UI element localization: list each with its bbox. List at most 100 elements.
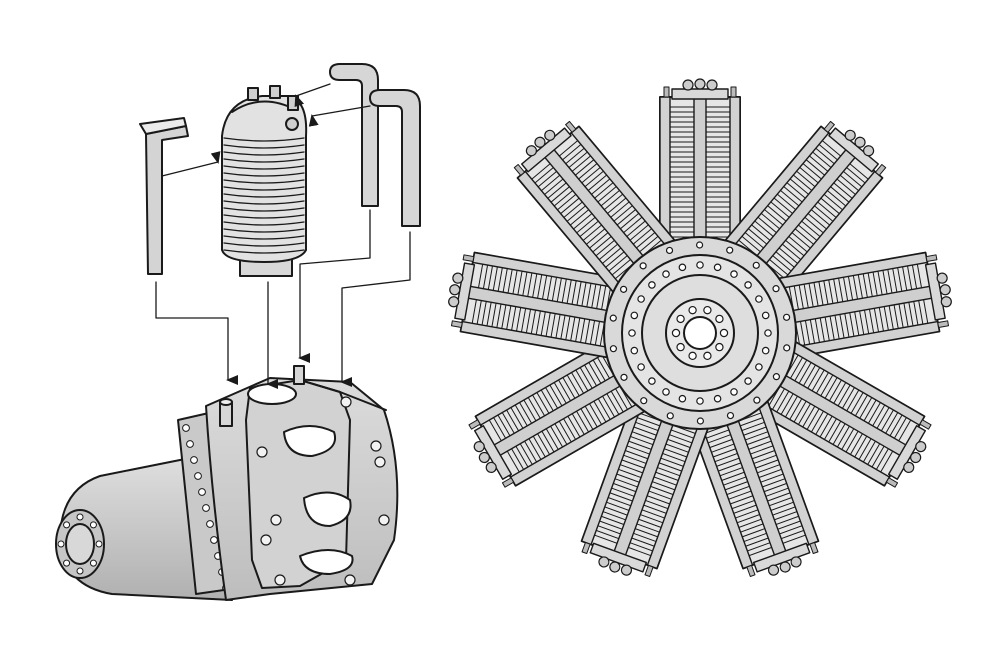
fin-line bbox=[223, 221, 305, 226]
ring-bolt bbox=[713, 263, 722, 272]
radial-cylinder bbox=[659, 78, 741, 246]
outer-ring-bolt bbox=[753, 396, 761, 404]
radial-cylinder bbox=[724, 120, 887, 293]
fin-line bbox=[223, 242, 305, 247]
outer-ring-bolt bbox=[696, 241, 704, 249]
outer-ring-bolt bbox=[726, 246, 734, 254]
outer-ring-bolt bbox=[609, 345, 618, 353]
hub-bolt bbox=[715, 342, 724, 352]
outer-ring-bolt bbox=[696, 417, 704, 425]
fin-line bbox=[223, 193, 305, 198]
ring-bolt bbox=[755, 295, 763, 303]
fin-line bbox=[223, 165, 305, 170]
case-stud bbox=[274, 574, 286, 586]
ring-bolt bbox=[696, 397, 704, 405]
radial-cylinder bbox=[468, 341, 645, 488]
outer-ring-bolt bbox=[609, 314, 617, 322]
ring-bolt bbox=[637, 295, 645, 303]
hub-bolt bbox=[703, 305, 712, 315]
fin-line bbox=[223, 200, 305, 205]
ring-bolt bbox=[761, 346, 770, 355]
ring-bolt bbox=[662, 388, 670, 396]
flange-bolt bbox=[206, 520, 214, 528]
flange-bolt bbox=[210, 536, 218, 544]
nose-bolt bbox=[63, 559, 71, 567]
fin-line bbox=[223, 158, 305, 163]
ring-bolt bbox=[744, 377, 752, 385]
cylinder-part bbox=[221, 85, 308, 277]
nose-bolts bbox=[57, 513, 103, 575]
outer-ring-bolt bbox=[772, 285, 780, 293]
nose-bolt bbox=[76, 567, 84, 575]
ring-bolts bbox=[609, 241, 791, 425]
ring-bolt bbox=[662, 270, 670, 278]
hub-bolt bbox=[715, 314, 724, 324]
outer-ring-bolt bbox=[782, 313, 791, 321]
ring-bolt bbox=[648, 377, 656, 385]
nose-bolt bbox=[57, 540, 65, 548]
flange-bolt bbox=[182, 424, 190, 432]
outer-ring-bolt bbox=[639, 262, 647, 270]
fin-line bbox=[223, 172, 305, 177]
case-stud bbox=[340, 396, 352, 408]
flange-bolt bbox=[198, 488, 206, 496]
fin-line bbox=[223, 207, 305, 212]
ring-bolt bbox=[744, 281, 752, 289]
flange-bolt bbox=[194, 472, 202, 480]
case-stud bbox=[260, 534, 272, 546]
radial-cylinders bbox=[448, 78, 952, 577]
ring-bolt bbox=[730, 388, 738, 396]
case-stud bbox=[256, 446, 268, 458]
hub-bolt bbox=[719, 328, 729, 338]
outer-ring-bolt bbox=[752, 261, 760, 269]
fin-line bbox=[223, 214, 305, 219]
case-stud bbox=[344, 574, 356, 586]
hub-bolt bbox=[671, 328, 681, 338]
hub-bolts bbox=[671, 305, 729, 361]
exhaust-pipe-part bbox=[329, 63, 379, 207]
fin-line bbox=[223, 179, 305, 184]
hub-bolt bbox=[703, 351, 712, 361]
ring-bolt bbox=[696, 261, 704, 269]
radial-cylinder bbox=[513, 120, 676, 293]
fin-line bbox=[223, 137, 305, 142]
flange-bolt bbox=[186, 440, 194, 448]
outer-ring-bolt bbox=[726, 411, 735, 420]
radial-cylinder bbox=[448, 251, 622, 359]
ring-bolt bbox=[755, 363, 763, 371]
exploded-view bbox=[55, 63, 421, 601]
radial-cylinder bbox=[580, 401, 709, 577]
radial-engine-front-view bbox=[448, 78, 952, 577]
radial-cylinder bbox=[778, 251, 952, 359]
ring-bolt bbox=[630, 311, 639, 320]
outer-ring-bolt bbox=[665, 246, 674, 255]
radial-cylinder bbox=[755, 341, 932, 488]
fin-line bbox=[223, 228, 305, 233]
nose-bolt bbox=[89, 559, 97, 567]
hub-bolt bbox=[676, 314, 685, 324]
outer-ring-bolt bbox=[620, 373, 628, 381]
outer-ring-bolt bbox=[783, 344, 791, 352]
fin-line bbox=[223, 144, 305, 149]
ring-bolt bbox=[764, 329, 772, 337]
ring-bolt bbox=[730, 270, 738, 278]
ring-bolt bbox=[648, 281, 656, 289]
flange-bolt bbox=[190, 456, 198, 464]
ring-bolt bbox=[628, 329, 636, 337]
fin-line bbox=[223, 151, 305, 156]
case-stud bbox=[374, 456, 386, 468]
ring-bolt bbox=[630, 346, 639, 355]
assembly-leader-lines bbox=[155, 83, 411, 389]
crankcase-part bbox=[55, 365, 399, 601]
outer-ring-bolt bbox=[772, 373, 781, 381]
ring-bolt bbox=[637, 363, 645, 371]
case-stud bbox=[370, 440, 382, 452]
guide-rod-part bbox=[139, 117, 189, 275]
nose-bolt bbox=[63, 521, 71, 529]
fin-line bbox=[223, 249, 305, 254]
ring-bolt bbox=[678, 263, 687, 272]
ring-bolt bbox=[761, 311, 770, 320]
ring-bolt bbox=[713, 394, 722, 403]
